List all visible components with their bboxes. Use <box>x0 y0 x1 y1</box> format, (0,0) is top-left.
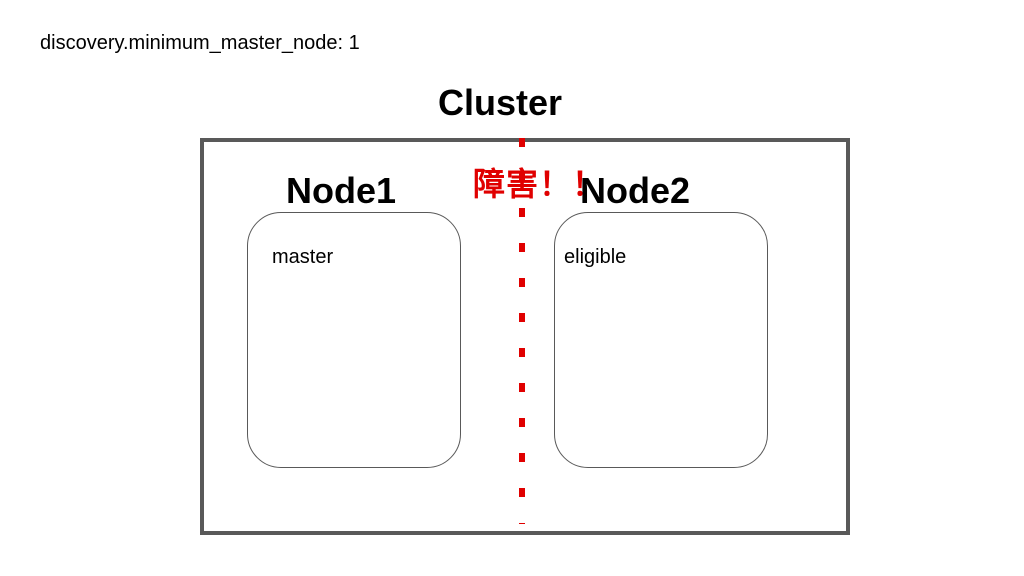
node1-box <box>247 212 461 468</box>
cluster-title: Cluster <box>437 82 563 123</box>
cluster-box <box>200 138 850 535</box>
node1-title: Node1 <box>286 170 397 211</box>
node2-role-label: eligible <box>564 246 627 268</box>
node2-box <box>554 212 768 468</box>
node2-title: Node2 <box>580 170 691 211</box>
config-setting-text: discovery.minimum_master_node: 1 <box>40 32 360 54</box>
fault-label: 障害！！ <box>473 165 606 203</box>
node1-role-label: master <box>272 246 334 268</box>
fault-divider-line <box>519 138 525 524</box>
